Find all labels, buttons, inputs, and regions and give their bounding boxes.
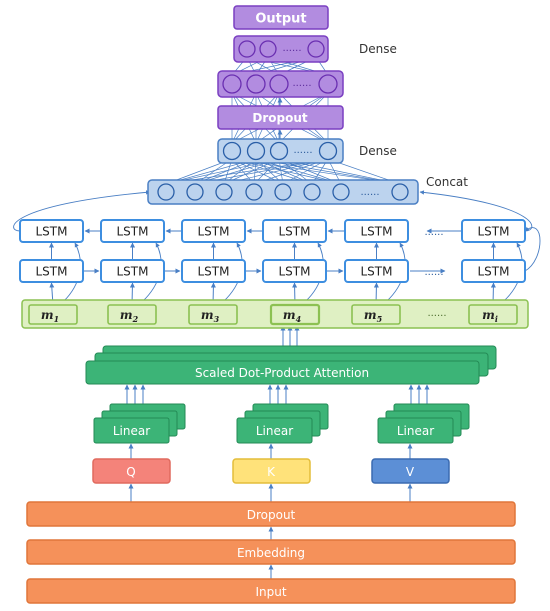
lstm-forward-cell	[262, 259, 327, 283]
dense-top-node	[238, 40, 256, 58]
lstm-backward-cell	[181, 219, 246, 243]
lstm-forward-cell	[461, 259, 526, 283]
q-label: Q	[126, 465, 135, 479]
concat-node	[391, 183, 409, 201]
concat-node	[303, 183, 321, 201]
m-node-box	[107, 304, 157, 325]
dense-purple-ellipsis: ......	[292, 78, 311, 89]
m-node-box	[188, 304, 238, 325]
dense-mid-label: Dense	[359, 144, 397, 158]
dense-purple-nodes	[222, 74, 338, 94]
dropout-top-box	[217, 105, 344, 130]
linear-label: Linear	[256, 424, 293, 438]
lstm-ellipsis: ......	[424, 227, 443, 238]
linear-label: Linear	[397, 424, 434, 438]
concat-node	[215, 183, 233, 201]
lstm-backward-cell	[344, 219, 409, 243]
concat-node	[186, 183, 204, 201]
concat-node	[332, 183, 350, 201]
q-box	[92, 458, 171, 484]
embedding-box	[26, 539, 516, 565]
dense-top-ellipsis: ......	[282, 43, 301, 54]
concat-node	[157, 183, 175, 201]
dense-top-layer	[233, 35, 329, 63]
dropout-bottom-label: Dropout	[247, 508, 296, 522]
dense-purple-node	[222, 74, 242, 94]
m-node-box	[28, 304, 78, 325]
output-box	[233, 5, 329, 30]
dense-top-label: Dense	[359, 42, 397, 56]
dense-top-node	[259, 40, 277, 58]
v-label: V	[406, 465, 415, 479]
k-box	[232, 458, 311, 484]
attention-label: Scaled Dot-Product Attention	[195, 366, 369, 380]
dropout-top-label: Dropout	[252, 111, 308, 125]
lstm-forward-cell	[19, 259, 84, 283]
lstm-ellipsis: ......	[424, 267, 443, 278]
k-label: K	[267, 465, 276, 479]
lstm-forward-cell-label: LSTM	[36, 265, 68, 279]
m-ellipsis: ......	[427, 308, 446, 319]
dense-purple-node	[269, 74, 289, 94]
input-box	[26, 578, 516, 604]
linear-label: Linear	[113, 424, 150, 438]
dense-top-nodes	[238, 40, 325, 58]
lstm-backward-cell-label: LSTM	[198, 225, 230, 239]
dense-top-node	[307, 40, 325, 58]
attention-layer-front	[85, 360, 480, 385]
lstm-backward-row: LSTM LSTM LSTM LSTM LSTM LSTM............	[19, 219, 526, 278]
concat-label: Concat	[426, 175, 468, 189]
lstm-backward-cell-label: LSTM	[117, 225, 149, 239]
lstm-forward-cell-label: LSTM	[279, 265, 311, 279]
m-node-box	[269, 303, 321, 326]
dense-blue-nodes	[222, 141, 338, 161]
lstm-backward-cell	[100, 219, 165, 243]
dropout-bottom-box	[26, 501, 516, 527]
embedding-label: Embedding	[237, 546, 305, 560]
concat-ellipsis: ......	[360, 187, 379, 198]
dense-purple-node	[318, 74, 338, 94]
dense-blue-ellipsis: ......	[293, 145, 312, 156]
linear-front	[93, 417, 170, 444]
lstm-backward-cell-label: LSTM	[36, 225, 68, 239]
linear-stacks: Linear Linear Linear	[93, 403, 470, 444]
dense-blue-node	[269, 141, 289, 161]
concat-node	[245, 183, 263, 201]
lstm-backward-cell	[19, 219, 84, 243]
lstm-forward-row: LSTM LSTM LSTM LSTM LSTM LSTM	[19, 259, 526, 283]
v-box	[371, 458, 450, 484]
linear-front	[377, 417, 454, 444]
lstm-forward-cell-label: LSTM	[478, 265, 510, 279]
lstm-forward-cell	[181, 259, 246, 283]
m-node-label: mi	[482, 308, 498, 324]
lstm-left-to-concat-arc	[13, 190, 151, 232]
input-label: Input	[255, 585, 286, 599]
lstm-forward-right-arc	[524, 226, 541, 272]
dense-blue-node	[246, 141, 266, 161]
lstm-forward-cell	[100, 259, 165, 283]
lstm-backward-cell	[262, 219, 327, 243]
m-node-box	[351, 304, 401, 325]
lstm-forward-cell	[344, 259, 409, 283]
lstm-forward-cell-label: LSTM	[117, 265, 149, 279]
output-label: Output	[255, 12, 306, 27]
dense-blue-node	[318, 141, 338, 161]
lstm-backward-cell-label: LSTM	[361, 225, 393, 239]
lstm-backward-cell-label: LSTM	[279, 225, 311, 239]
concat-node	[274, 183, 292, 201]
lstm-backward-cell-label: LSTM	[478, 225, 510, 239]
lstm-forward-cell-label: LSTM	[361, 265, 393, 279]
lstm-forward-cell-label: LSTM	[198, 265, 230, 279]
dense-purple-node	[246, 74, 266, 94]
lstm-backward-cell	[461, 219, 526, 243]
m-node-box	[468, 304, 518, 325]
dense-blue-node	[222, 141, 242, 161]
linear-front	[236, 417, 313, 444]
concat-nodes	[157, 183, 409, 201]
